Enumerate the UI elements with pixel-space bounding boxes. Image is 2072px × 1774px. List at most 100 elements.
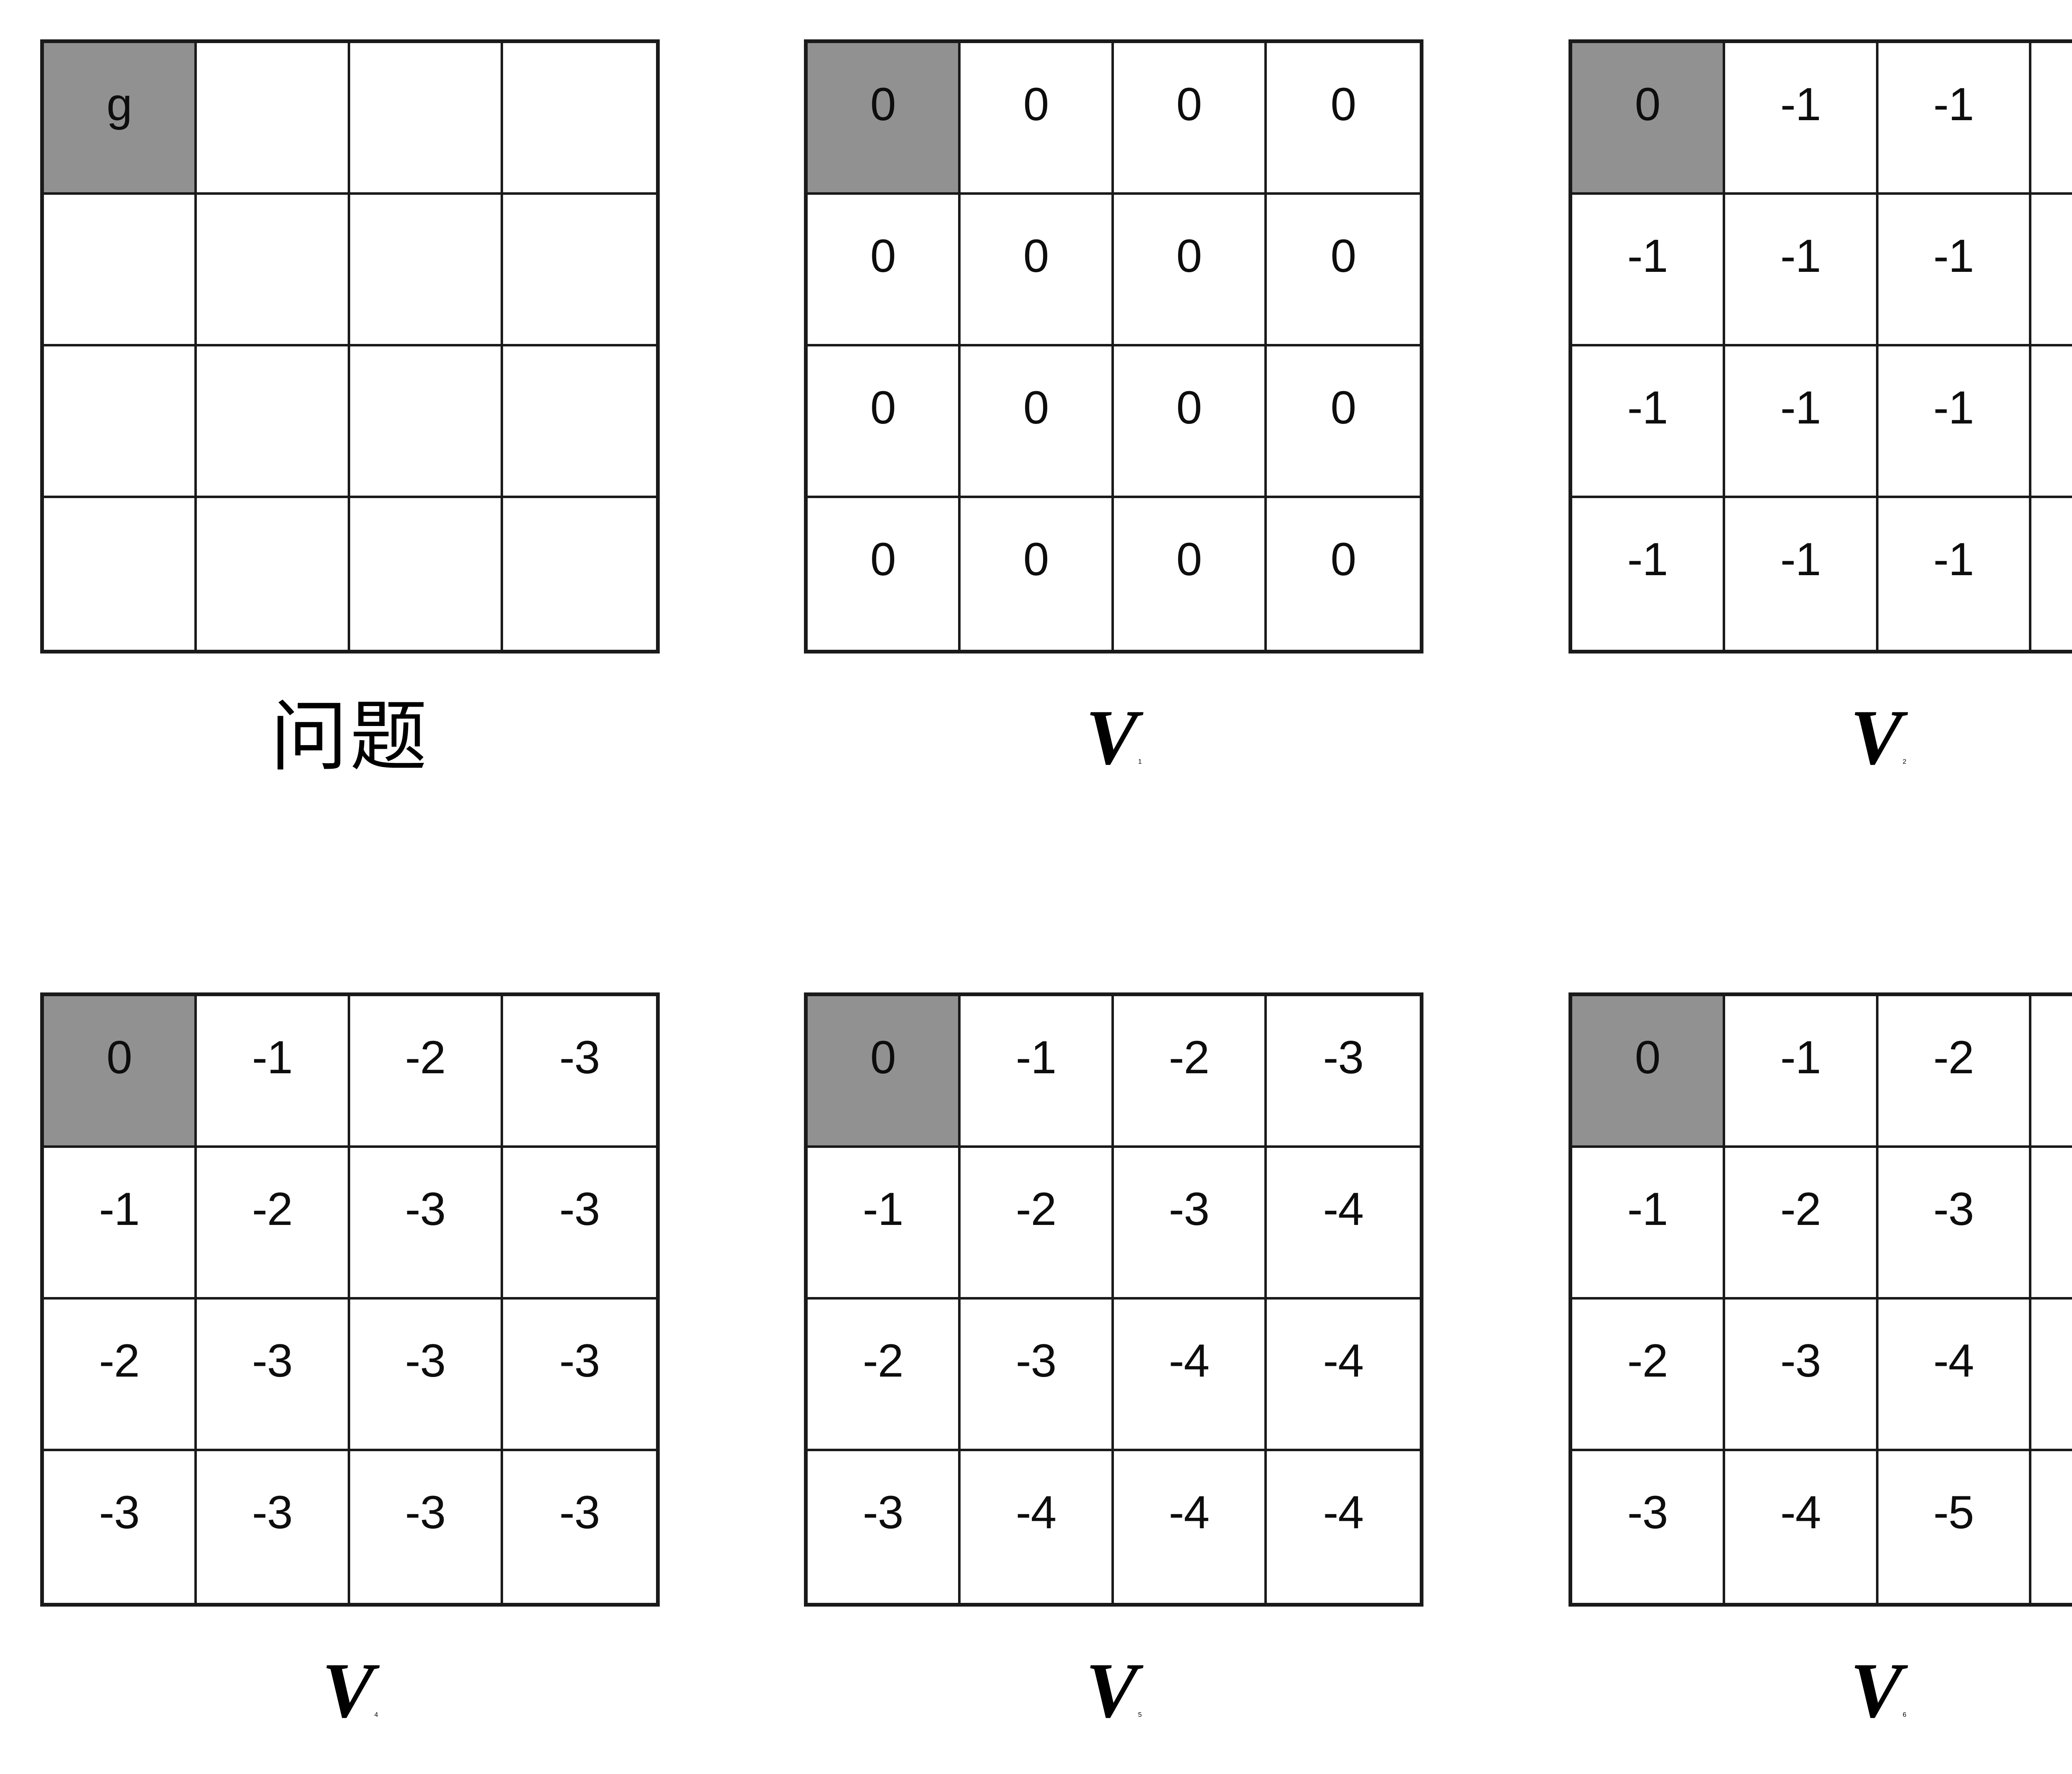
grid-cell[interactable]: -1 bbox=[961, 996, 1114, 1148]
grid-cell[interactable]: -3 bbox=[503, 1148, 656, 1300]
grid-cell[interactable] bbox=[197, 43, 350, 195]
grid-cell[interactable] bbox=[197, 346, 350, 498]
grid-cell[interactable]: 0 bbox=[1266, 43, 1420, 195]
cell-value: -4 bbox=[1169, 1486, 1210, 1538]
grid-cell[interactable] bbox=[350, 195, 503, 346]
grid-cell[interactable]: 0 bbox=[1266, 498, 1420, 650]
grid-cell[interactable]: -1 bbox=[808, 1148, 961, 1300]
grid-cell[interactable] bbox=[503, 195, 656, 346]
cell-value: -4 bbox=[1323, 1183, 1364, 1235]
grid-cell[interactable]: -1 bbox=[2031, 346, 2072, 498]
grid-cell[interactable]: -3 bbox=[503, 1451, 656, 1603]
grid-cell[interactable]: -4 bbox=[1725, 1451, 1878, 1603]
grid-cell[interactable]: 0 bbox=[961, 43, 1114, 195]
grid-cell[interactable]: -1 bbox=[1878, 43, 2031, 195]
grid-cell[interactable]: -1 bbox=[1725, 43, 1878, 195]
grid-cell[interactable]: -2 bbox=[350, 996, 503, 1148]
grid-cell[interactable]: -4 bbox=[1266, 1148, 1420, 1300]
grid-cell[interactable]: -2 bbox=[961, 1148, 1114, 1300]
grid-cell[interactable]: -3 bbox=[197, 1451, 350, 1603]
grid-cell[interactable]: -3 bbox=[1725, 1300, 1878, 1451]
grid-cell[interactable] bbox=[350, 43, 503, 195]
grid-cell[interactable]: -1 bbox=[1725, 996, 1878, 1148]
grid-cell[interactable] bbox=[44, 498, 197, 650]
grid-cell[interactable] bbox=[44, 346, 197, 498]
grid-cell[interactable] bbox=[350, 346, 503, 498]
grid-cell[interactable]: -2 bbox=[1725, 1148, 1878, 1300]
grid-cell[interactable]: -4 bbox=[2031, 1148, 2072, 1300]
grid-cell[interactable]: -3 bbox=[1266, 996, 1420, 1148]
grid-cell[interactable]: -1 bbox=[1572, 346, 1726, 498]
grid-cell[interactable]: -5 bbox=[1878, 1451, 2031, 1603]
grid-cell[interactable]: -1 bbox=[2031, 195, 2072, 346]
grid-cell[interactable]: -1 bbox=[1725, 346, 1878, 498]
grid-cell[interactable]: -3 bbox=[2031, 996, 2072, 1148]
grid-cell[interactable] bbox=[44, 195, 197, 346]
grid-cell[interactable]: -2 bbox=[808, 1300, 961, 1451]
grid-cell[interactable] bbox=[197, 195, 350, 346]
grid-cell[interactable]: -3 bbox=[503, 1300, 656, 1451]
grid-cell[interactable]: -3 bbox=[197, 1300, 350, 1451]
grid-cell[interactable]: -4 bbox=[961, 1451, 1114, 1603]
grid-cell[interactable]: -1 bbox=[1725, 498, 1878, 650]
grid-cell[interactable]: -1 bbox=[1878, 346, 2031, 498]
grid-cell[interactable]: 0 bbox=[1266, 195, 1420, 346]
goal-cell[interactable]: 0 bbox=[44, 996, 197, 1148]
grid-cell[interactable] bbox=[350, 498, 503, 650]
grid-cell[interactable]: 0 bbox=[961, 195, 1114, 346]
grid-cell[interactable]: -4 bbox=[1878, 1300, 2031, 1451]
grid-cell[interactable]: -3 bbox=[350, 1148, 503, 1300]
grid-cell[interactable]: -1 bbox=[1572, 1148, 1726, 1300]
grid-cell[interactable]: -5 bbox=[2031, 1300, 2072, 1451]
grid-cell[interactable]: -4 bbox=[1113, 1300, 1267, 1451]
grid-cell[interactable]: -1 bbox=[2031, 498, 2072, 650]
grid-cell[interactable]: -1 bbox=[1878, 498, 2031, 650]
grid-cell[interactable]: 0 bbox=[1113, 498, 1267, 650]
grid-cell[interactable]: -1 bbox=[2031, 43, 2072, 195]
grid-cell[interactable]: 0 bbox=[808, 498, 961, 650]
grid-cell[interactable]: -2 bbox=[1113, 996, 1267, 1148]
grid-cell[interactable]: 0 bbox=[1113, 43, 1267, 195]
grid-cell[interactable]: 0 bbox=[808, 346, 961, 498]
grid-cell[interactable]: -3 bbox=[350, 1300, 503, 1451]
grid-cell[interactable]: -5 bbox=[2031, 1451, 2072, 1603]
grid-cell[interactable]: -4 bbox=[1266, 1451, 1420, 1603]
grid-cell[interactable]: -3 bbox=[961, 1300, 1114, 1451]
grid-cell[interactable]: -1 bbox=[44, 1148, 197, 1300]
grid-cell[interactable]: -2 bbox=[1572, 1300, 1726, 1451]
grid-cell[interactable]: -3 bbox=[503, 996, 656, 1148]
cell-value: 0 bbox=[870, 1031, 896, 1083]
cell-value: -3 bbox=[99, 1486, 140, 1538]
grid-cell[interactable]: 0 bbox=[808, 195, 961, 346]
grid-cell[interactable] bbox=[197, 498, 350, 650]
grid-cell[interactable]: -1 bbox=[1572, 195, 1726, 346]
grid-cell[interactable]: -2 bbox=[1878, 996, 2031, 1148]
goal-cell[interactable]: 0 bbox=[808, 43, 961, 195]
goal-cell[interactable]: g bbox=[44, 43, 197, 195]
grid-cell[interactable]: -1 bbox=[1572, 498, 1726, 650]
grid-cell[interactable]: -3 bbox=[1113, 1148, 1267, 1300]
grid-cell[interactable]: -1 bbox=[197, 996, 350, 1148]
grid-cell[interactable]: -2 bbox=[197, 1148, 350, 1300]
grid-cell[interactable] bbox=[503, 346, 656, 498]
grid-cell[interactable]: -1 bbox=[1878, 195, 2031, 346]
grid-cell[interactable]: 0 bbox=[961, 346, 1114, 498]
grid-cell[interactable]: 0 bbox=[1113, 346, 1267, 498]
grid-cell[interactable]: -2 bbox=[44, 1300, 197, 1451]
grid-cell[interactable]: 0 bbox=[961, 498, 1114, 650]
grid-cell[interactable]: -4 bbox=[1113, 1451, 1267, 1603]
grid-cell[interactable]: -3 bbox=[808, 1451, 961, 1603]
grid-cell[interactable]: -3 bbox=[350, 1451, 503, 1603]
goal-cell[interactable]: 0 bbox=[1572, 43, 1726, 195]
grid-cell[interactable]: -3 bbox=[1572, 1451, 1726, 1603]
grid-cell[interactable]: -1 bbox=[1725, 195, 1878, 346]
goal-cell[interactable]: 0 bbox=[1572, 996, 1726, 1148]
grid-cell[interactable]: 0 bbox=[1113, 195, 1267, 346]
grid-cell[interactable]: -4 bbox=[1266, 1300, 1420, 1451]
grid-cell[interactable]: -3 bbox=[44, 1451, 197, 1603]
grid-cell[interactable] bbox=[503, 498, 656, 650]
grid-cell[interactable]: 0 bbox=[1266, 346, 1420, 498]
grid-cell[interactable]: -3 bbox=[1878, 1148, 2031, 1300]
grid-cell[interactable] bbox=[503, 43, 656, 195]
goal-cell[interactable]: 0 bbox=[808, 996, 961, 1148]
